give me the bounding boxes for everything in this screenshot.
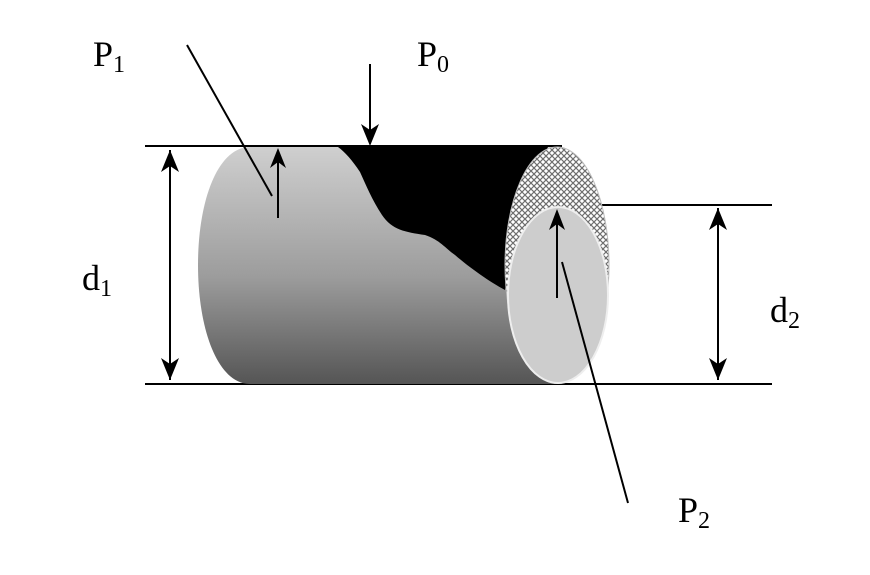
label-p1: P1 — [93, 34, 125, 78]
p2-arrow-icon — [549, 209, 565, 298]
label-d1: d1 — [82, 258, 112, 302]
cutaway-region — [338, 147, 548, 290]
p1-leader-line — [186, 44, 273, 197]
d2-dimension — [709, 208, 727, 380]
p1-arrow-icon — [270, 148, 286, 218]
label-d2: d2 — [770, 290, 800, 334]
label-p2: P2 — [678, 490, 710, 534]
label-p0: P0 — [417, 34, 449, 78]
p2-leader-line — [561, 261, 629, 504]
d1-dimension — [161, 150, 179, 380]
p0-arrow-icon — [361, 64, 379, 146]
